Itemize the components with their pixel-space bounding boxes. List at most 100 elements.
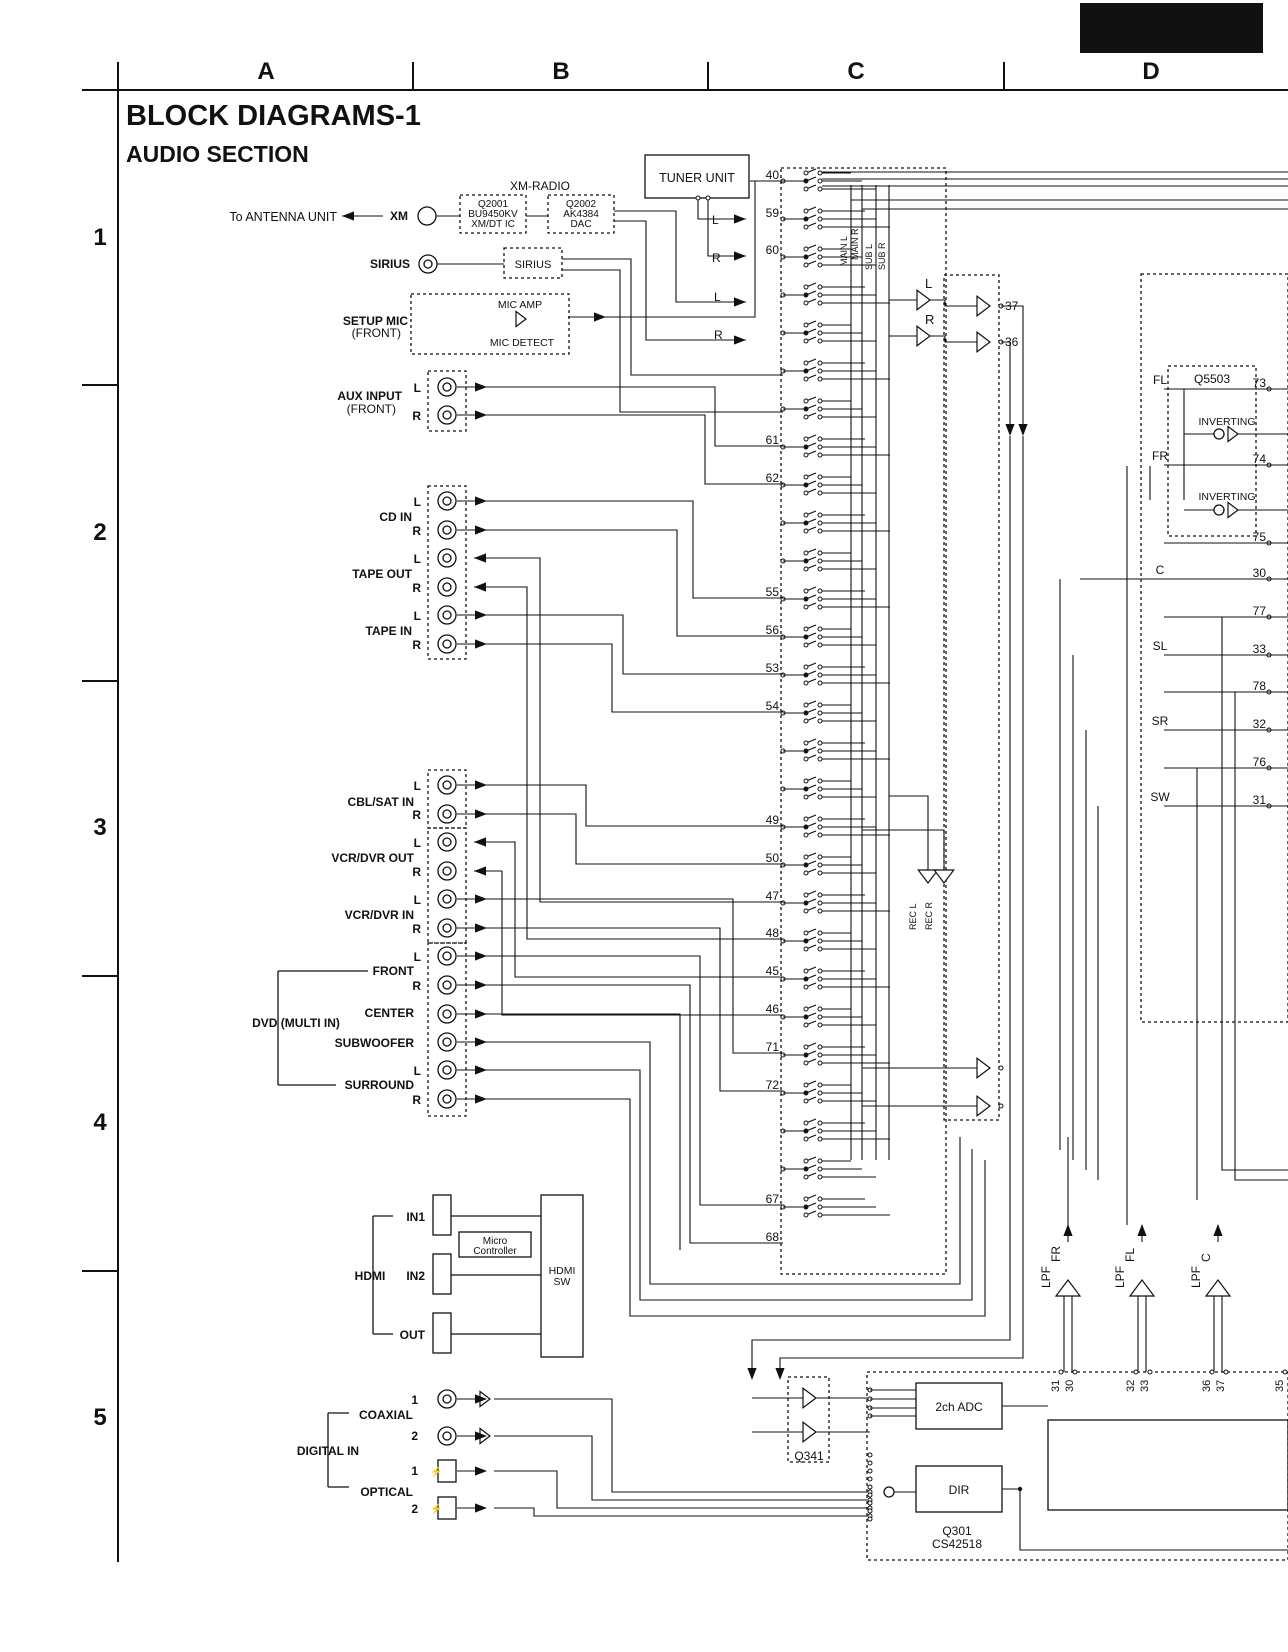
pin-terminal [817,816,823,822]
wire [486,614,783,675]
coaxial-label: COAXIAL [359,1408,413,1422]
pin-terminal [817,170,823,176]
rca-jack-icon[interactable] [437,832,457,852]
rca-jack-icon[interactable] [437,520,457,540]
rca-jack-icon[interactable] [437,491,457,511]
xm-jack-icon[interactable] [417,206,437,226]
coaxial-jack-icon[interactable] [437,1389,457,1409]
rca-jack-icon[interactable] [437,605,457,625]
buffer-amp-icon [976,1095,991,1117]
bottom-pin-number: 32 [1125,1380,1137,1392]
pin-terminal [817,398,823,404]
optical-jack-icon[interactable] [437,1496,457,1520]
wire [486,414,783,485]
rca-jack-icon[interactable] [437,946,457,966]
pin-terminal [803,968,809,974]
rca-jack-icon[interactable] [437,1060,457,1080]
optical-label: OPTICAL [360,1485,413,1499]
coax-2-label: 2 [411,1429,418,1443]
junction-dot [803,520,809,526]
micro-controller-label: Micro [483,1236,508,1247]
pin-terminal [817,756,823,762]
rca-jack-icon[interactable] [437,548,457,568]
pin-terminal [817,900,823,906]
pin-terminal [817,1022,823,1028]
pin-terminal [817,938,823,944]
junction-dot [803,862,809,868]
rca-jack-icon[interactable] [437,889,457,909]
pin-terminal [803,588,809,594]
row-label: 4 [93,1109,107,1136]
inverter-icon [1227,501,1239,519]
pin-terminal [803,642,809,648]
rca-jack-icon[interactable] [437,775,457,795]
arrow-icon [475,1037,487,1047]
q2002-label: Q2002 [566,199,596,210]
pin-terminal [817,984,823,990]
pin-terminal [817,588,823,594]
pin-terminal [817,528,823,534]
wire [486,1013,681,1250]
pin-terminal [803,1212,809,1218]
column-label: A [257,58,274,85]
inverting-label: INVERTING [1199,491,1256,503]
pin-terminal [803,474,809,480]
pin-terminal [695,195,701,201]
rca-jack-icon[interactable] [437,861,457,881]
rca-jack-icon[interactable] [437,804,457,824]
pin-terminal [803,414,809,420]
rca-jack-icon[interactable] [437,975,457,995]
pin-terminal [803,1060,809,1066]
junction-dot [1017,1486,1023,1492]
pin-terminal [803,490,809,496]
rca-jack-icon[interactable] [437,405,457,425]
rca-jack-center-icon [442,809,452,819]
pin-terminal [1282,1369,1288,1375]
hdmi-sw-label: SW [554,1276,571,1288]
rca-jack-icon[interactable] [437,1032,457,1052]
pin-terminal [817,1212,823,1218]
pin-terminal [817,284,823,290]
rca-jack-icon[interactable] [437,634,457,654]
pin-terminal [817,968,823,974]
pin-terminal [817,246,823,252]
rca-jack-icon[interactable] [437,918,457,938]
pin-number: 53 [766,661,780,675]
jack-group [427,827,467,944]
pin-number: 55 [766,585,780,599]
rca-jack-icon[interactable] [437,377,457,397]
pin-terminal [803,322,809,328]
optical-jack-icon[interactable] [437,1459,457,1483]
pin-terminal [803,930,809,936]
rca-jack-icon[interactable] [437,1004,457,1024]
rca-jack-icon[interactable] [437,577,457,597]
junction-dot [803,1090,809,1096]
output-channel-label: L [925,276,932,291]
right-pin-number: 31 [1253,793,1267,807]
pin-number: 40 [766,168,780,182]
q341-label: Q341 [794,1449,824,1463]
rca-jack-icon[interactable] [437,1089,457,1109]
pin-terminal [803,604,809,610]
coaxial-jack-icon[interactable] [437,1426,457,1446]
arrow-icon [1063,1224,1073,1236]
rec-label: REC R [924,901,934,930]
section-subtitle: AUDIO SECTION [126,141,309,167]
pin-terminal [817,1052,823,1058]
wire [1001,341,1011,430]
channel-label: L [414,609,421,623]
pin-terminal [817,368,823,374]
pin-terminal [817,566,823,572]
tape-out-label: TAPE OUT [352,567,412,581]
rec-amp-icon [917,869,939,884]
wire [494,1398,867,1493]
wire [474,557,783,903]
channel-label: L [414,779,421,793]
rca-jack-icon[interactable] [418,254,438,274]
pin-terminal [817,710,823,716]
pin-terminal [803,398,809,404]
bus-label: SUB R [877,242,887,270]
column-label: D [1142,58,1159,85]
wire [862,829,945,870]
pin-terminal [817,330,823,336]
